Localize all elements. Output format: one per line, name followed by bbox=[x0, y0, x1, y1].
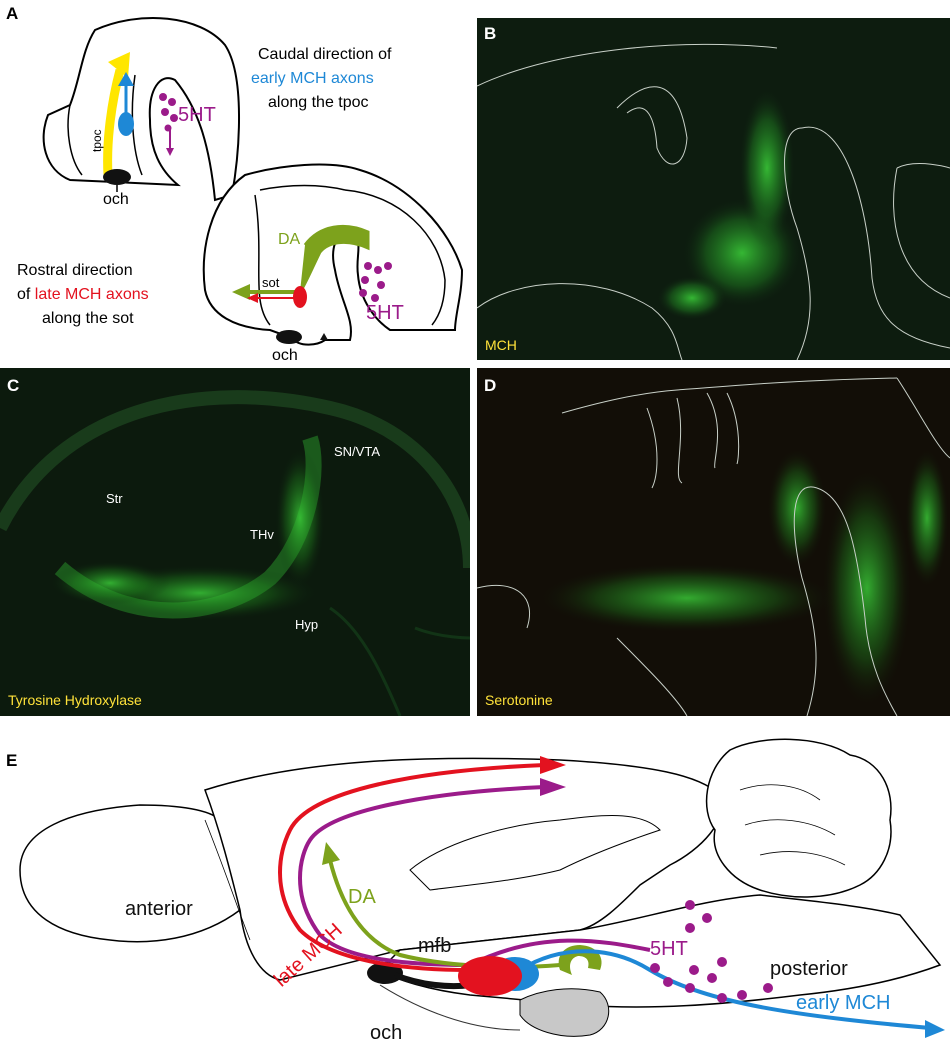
panel-a-rostral-line3: along the sot bbox=[42, 310, 134, 327]
panel-e-cerebellum bbox=[705, 738, 892, 898]
panel-a-rostral-line1: Rostral direction bbox=[17, 262, 133, 279]
panel-a-5ht-dots-upper bbox=[159, 93, 178, 132]
panel-a-och-label-1: och bbox=[103, 191, 129, 208]
panel-a-green-arrowhead bbox=[232, 284, 250, 300]
panel-a-late-mch-cell bbox=[293, 286, 307, 308]
panel-e-anterior-label: anterior bbox=[125, 898, 193, 920]
panel-a-och-upper bbox=[103, 169, 131, 185]
panel-c-svg bbox=[0, 390, 470, 716]
panel-a-rostral-of: of bbox=[17, 286, 35, 303]
panel-a-red-arrowhead bbox=[247, 293, 258, 303]
panel-c-thv-label: THv bbox=[250, 527, 274, 542]
panel-a-caudal-line1: Caudal direction of bbox=[258, 46, 392, 63]
panel-e-och-label: och bbox=[370, 1022, 403, 1044]
panel-a-early-mch-cell bbox=[118, 112, 134, 136]
panel-e-5ht-dots bbox=[650, 900, 773, 1003]
panel-a-caudal-line2: early MCH axons bbox=[251, 70, 374, 87]
panel-e-early-mch-path bbox=[518, 949, 931, 1030]
panel-b-caption: MCH bbox=[485, 337, 517, 353]
panel-a-och-label-2: och bbox=[272, 347, 298, 364]
panel-e-late-mch-cell bbox=[458, 956, 522, 996]
panel-b-svg bbox=[477, 43, 950, 360]
panel-e-mfb-label: mfb bbox=[418, 935, 452, 957]
panel-e-posterior-label: posterior bbox=[770, 958, 848, 980]
panel-a-lower-inner-curve bbox=[254, 194, 271, 326]
panel-e-pituitary bbox=[519, 988, 610, 1037]
panel-a-caudal-line3: along the tpoc bbox=[268, 94, 369, 111]
panel-a-da-label: DA bbox=[278, 231, 301, 248]
panel-e-letter: E bbox=[6, 751, 18, 770]
panel-a-5ht-label-1: 5HT bbox=[178, 104, 216, 126]
panel-a-da-band bbox=[298, 224, 370, 293]
panel-a-5ht-dots-lower bbox=[359, 262, 392, 302]
panel-a-lower-brain-outline bbox=[202, 163, 464, 346]
panel-e-early-mch-label: early MCH bbox=[796, 992, 891, 1014]
panel-a-letter: A bbox=[6, 4, 19, 23]
panel-c-micrograph bbox=[0, 368, 470, 716]
panel-a-upper-brain-outline bbox=[42, 17, 240, 202]
panel-a-diagram bbox=[42, 17, 464, 346]
panel-a-tpoc-arrowhead bbox=[108, 52, 130, 78]
panel-c-caption: Tyrosine Hydroxylase bbox=[8, 692, 142, 708]
panel-e-och bbox=[367, 962, 403, 984]
panel-e-5ht-path bbox=[298, 785, 651, 968]
panel-a-tpoc-arrow bbox=[103, 68, 125, 176]
panel-a-rostral-late: late MCH axons bbox=[34, 286, 149, 303]
panel-c-letter: C bbox=[7, 376, 20, 395]
panel-e-late-mch-path bbox=[278, 763, 546, 972]
panel-d-letter: D bbox=[484, 376, 497, 395]
panel-d-micrograph bbox=[477, 368, 950, 716]
panel-d-svg bbox=[477, 377, 950, 716]
panel-e-5ht-label: 5HT bbox=[650, 938, 688, 960]
panel-e-diagram bbox=[19, 738, 945, 1038]
panel-c-hyp-label: Hyp bbox=[295, 617, 319, 632]
panel-b-letter: B bbox=[484, 24, 497, 43]
panel-a-5ht-label-2: 5HT bbox=[366, 302, 404, 324]
panel-c-snvta-label: SN/VTA bbox=[334, 444, 380, 459]
panel-a-upper-brain-fold bbox=[67, 104, 83, 176]
panel-c-str-label: Str bbox=[106, 491, 123, 506]
panel-a-tpoc-label: tpoc bbox=[90, 129, 104, 152]
panel-a-och-lower bbox=[276, 330, 302, 344]
panel-b-micrograph bbox=[477, 18, 950, 360]
panel-d-caption: Serotonine bbox=[485, 692, 553, 708]
panel-a-sot-label: sot bbox=[262, 275, 280, 290]
panel-e-da-label: DA bbox=[348, 886, 376, 908]
panel-a-rostral-line2: of late MCH axons bbox=[17, 286, 149, 304]
